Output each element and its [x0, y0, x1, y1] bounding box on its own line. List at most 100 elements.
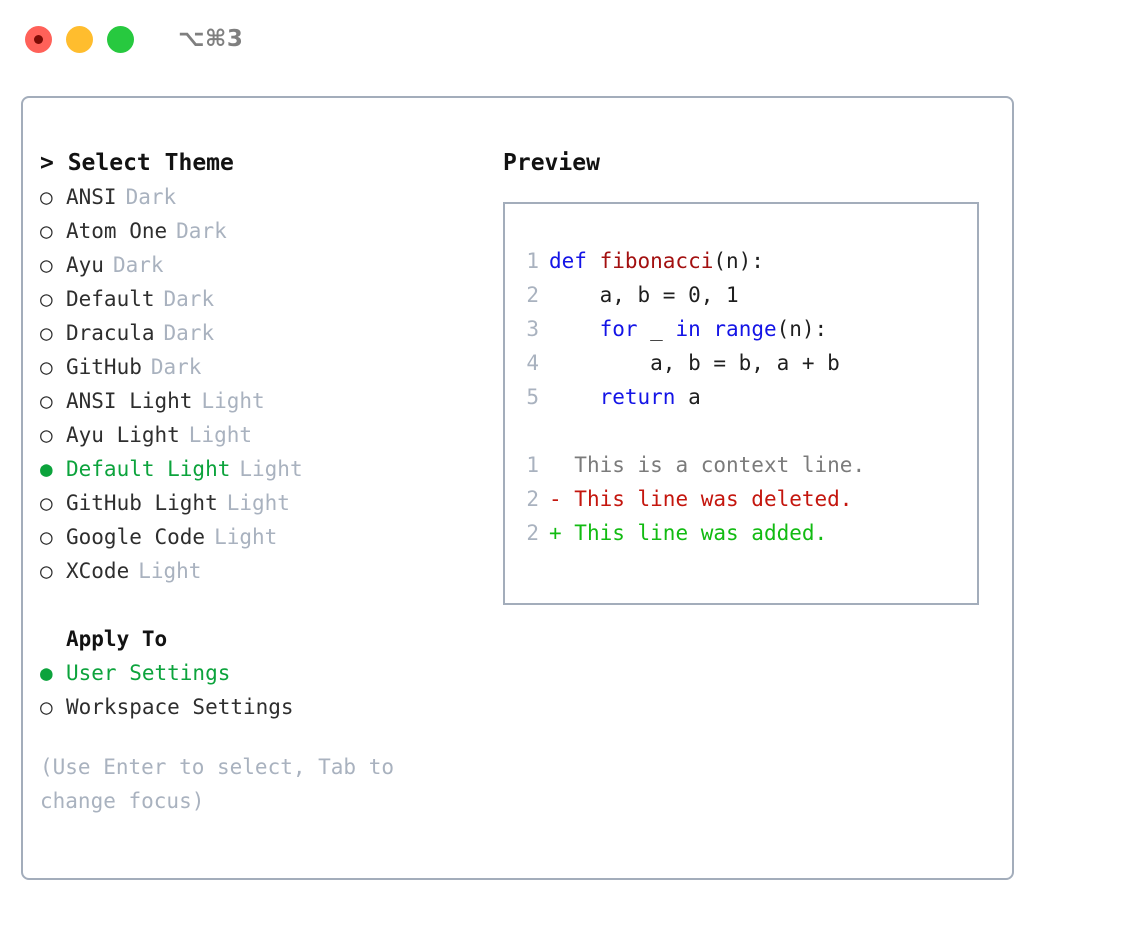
apply-to-option-label: Workspace Settings [66, 695, 294, 719]
code-token: _ [637, 317, 676, 341]
theme-option-tag: Light [214, 525, 278, 549]
radio-unselected-icon: ○ [40, 491, 53, 515]
code-token [549, 317, 600, 341]
apply-to-heading: Apply To [66, 627, 168, 651]
diff-marker: + [549, 521, 562, 545]
record-indicator-icon [34, 34, 43, 44]
code-token: for [599, 317, 638, 341]
radio-unselected-icon: ○ [40, 185, 53, 209]
theme-option-label: Dracula [66, 321, 155, 345]
theme-option-xcode[interactable]: ○ XCode Light [40, 554, 503, 588]
code-token: range [713, 317, 777, 341]
line-number: 2 [526, 283, 539, 307]
code-line-content: a, b = b, a + b [549, 346, 840, 380]
theme-option-ayu-light[interactable]: ○ Ayu Light Light [40, 418, 503, 452]
apply-to-option-list[interactable]: ● User Settings ○ Workspace Settings [40, 656, 503, 724]
keyboard-hint-text: (Use Enter to select, Tab to change focu… [40, 755, 395, 813]
radio-unselected-icon: ○ [40, 695, 53, 719]
radio-unselected-icon: ○ [40, 525, 53, 549]
theme-option-label: Default [66, 287, 155, 311]
maximize-button[interactable] [107, 25, 134, 53]
close-button[interactable] [25, 25, 52, 53]
theme-option-default[interactable]: ○ Default Dark [40, 282, 503, 316]
radio-selected-icon: ● [40, 457, 53, 481]
hint-spacer [40, 724, 503, 750]
theme-option-tag: Light [188, 423, 253, 447]
theme-option-tag: Light [226, 491, 290, 515]
code-line: 2 a, b = 0, 1 [505, 278, 977, 312]
radio-unselected-icon: ○ [40, 559, 53, 583]
code-line-content: a, b = 0, 1 [549, 278, 739, 312]
radio-unselected-icon: ○ [40, 355, 53, 379]
radio-unselected-icon: ○ [40, 423, 53, 447]
theme-option-ansi[interactable]: ○ ANSI Dark [40, 180, 503, 214]
theme-option-tag: Dark [112, 253, 164, 277]
titlebar: ⌥⌘3 [0, 0, 1140, 78]
apply-to-option-label: User Settings [66, 661, 231, 685]
code-diff-separator [505, 414, 977, 448]
code-line: 4 a, b = b, a + b [505, 346, 977, 380]
code-line-content: def fibonacci(n): [549, 244, 764, 278]
preview-title: Preview [503, 150, 600, 176]
theme-option-label: ANSI [66, 185, 117, 209]
theme-option-label: ANSI Light [66, 389, 193, 413]
theme-option-atom-one[interactable]: ○ Atom One Dark [40, 214, 503, 248]
code-token: a, b = b, a + b [549, 351, 840, 375]
code-token [701, 317, 714, 341]
theme-option-label: Atom One [66, 219, 168, 243]
code-token: def [549, 249, 600, 273]
theme-option-tag: Light [138, 559, 202, 583]
radio-unselected-icon: ○ [40, 389, 53, 413]
minimize-button[interactable] [66, 25, 93, 53]
theme-option-label: XCode [66, 559, 130, 583]
diff-line-added: 2+ This line was added. [505, 516, 977, 550]
diff-line-deleted: 2- This line was deleted. [505, 482, 977, 516]
radio-unselected-icon: ○ [40, 219, 53, 243]
theme-option-tag: Dark [163, 287, 215, 311]
line-number: 1 [526, 453, 539, 477]
code-token: a, b = 0, 1 [549, 283, 739, 307]
radio-selected-icon: ● [40, 661, 53, 685]
apply-to-option-user-settings[interactable]: ● User Settings [40, 656, 503, 690]
theme-option-google-code[interactable]: ○ Google Code Light [40, 520, 503, 554]
theme-option-tag: Light [239, 457, 303, 481]
code-line-content: return a [549, 380, 701, 414]
apply-to-option-workspace-settings[interactable]: ○ Workspace Settings [40, 690, 503, 724]
code-line-content: for _ in range(n): [549, 312, 828, 346]
theme-option-tag: Dark [125, 185, 177, 209]
code-token: a [675, 385, 701, 409]
theme-option-tag: Dark [176, 219, 227, 243]
line-number: 4 [526, 351, 539, 375]
diff-line-content: This is a context line. [561, 453, 866, 477]
radio-unselected-icon: ○ [40, 253, 53, 277]
theme-option-tag: Dark [163, 321, 215, 345]
code-token: (n): [776, 317, 828, 341]
diff-sample: 1 This is a context line. 2- This line wa… [505, 448, 977, 550]
diff-line-content: This line was added. [561, 521, 828, 545]
diff-marker: - [549, 487, 562, 511]
code-line: 1 def fibonacci(n): [505, 244, 977, 278]
theme-list-heading: > Select Theme [40, 150, 234, 176]
code-line: 3 for _ in range(n): [505, 312, 977, 346]
theme-option-label: Ayu Light [66, 423, 180, 447]
theme-option-label: Google Code [66, 525, 206, 549]
line-number: 5 [526, 385, 539, 409]
code-token: fibonacci [599, 249, 714, 273]
diff-line-content: This line was deleted. [561, 487, 853, 511]
line-number: 1 [526, 249, 539, 273]
code-line: 5 return a [505, 380, 977, 414]
radio-unselected-icon: ○ [40, 287, 53, 311]
